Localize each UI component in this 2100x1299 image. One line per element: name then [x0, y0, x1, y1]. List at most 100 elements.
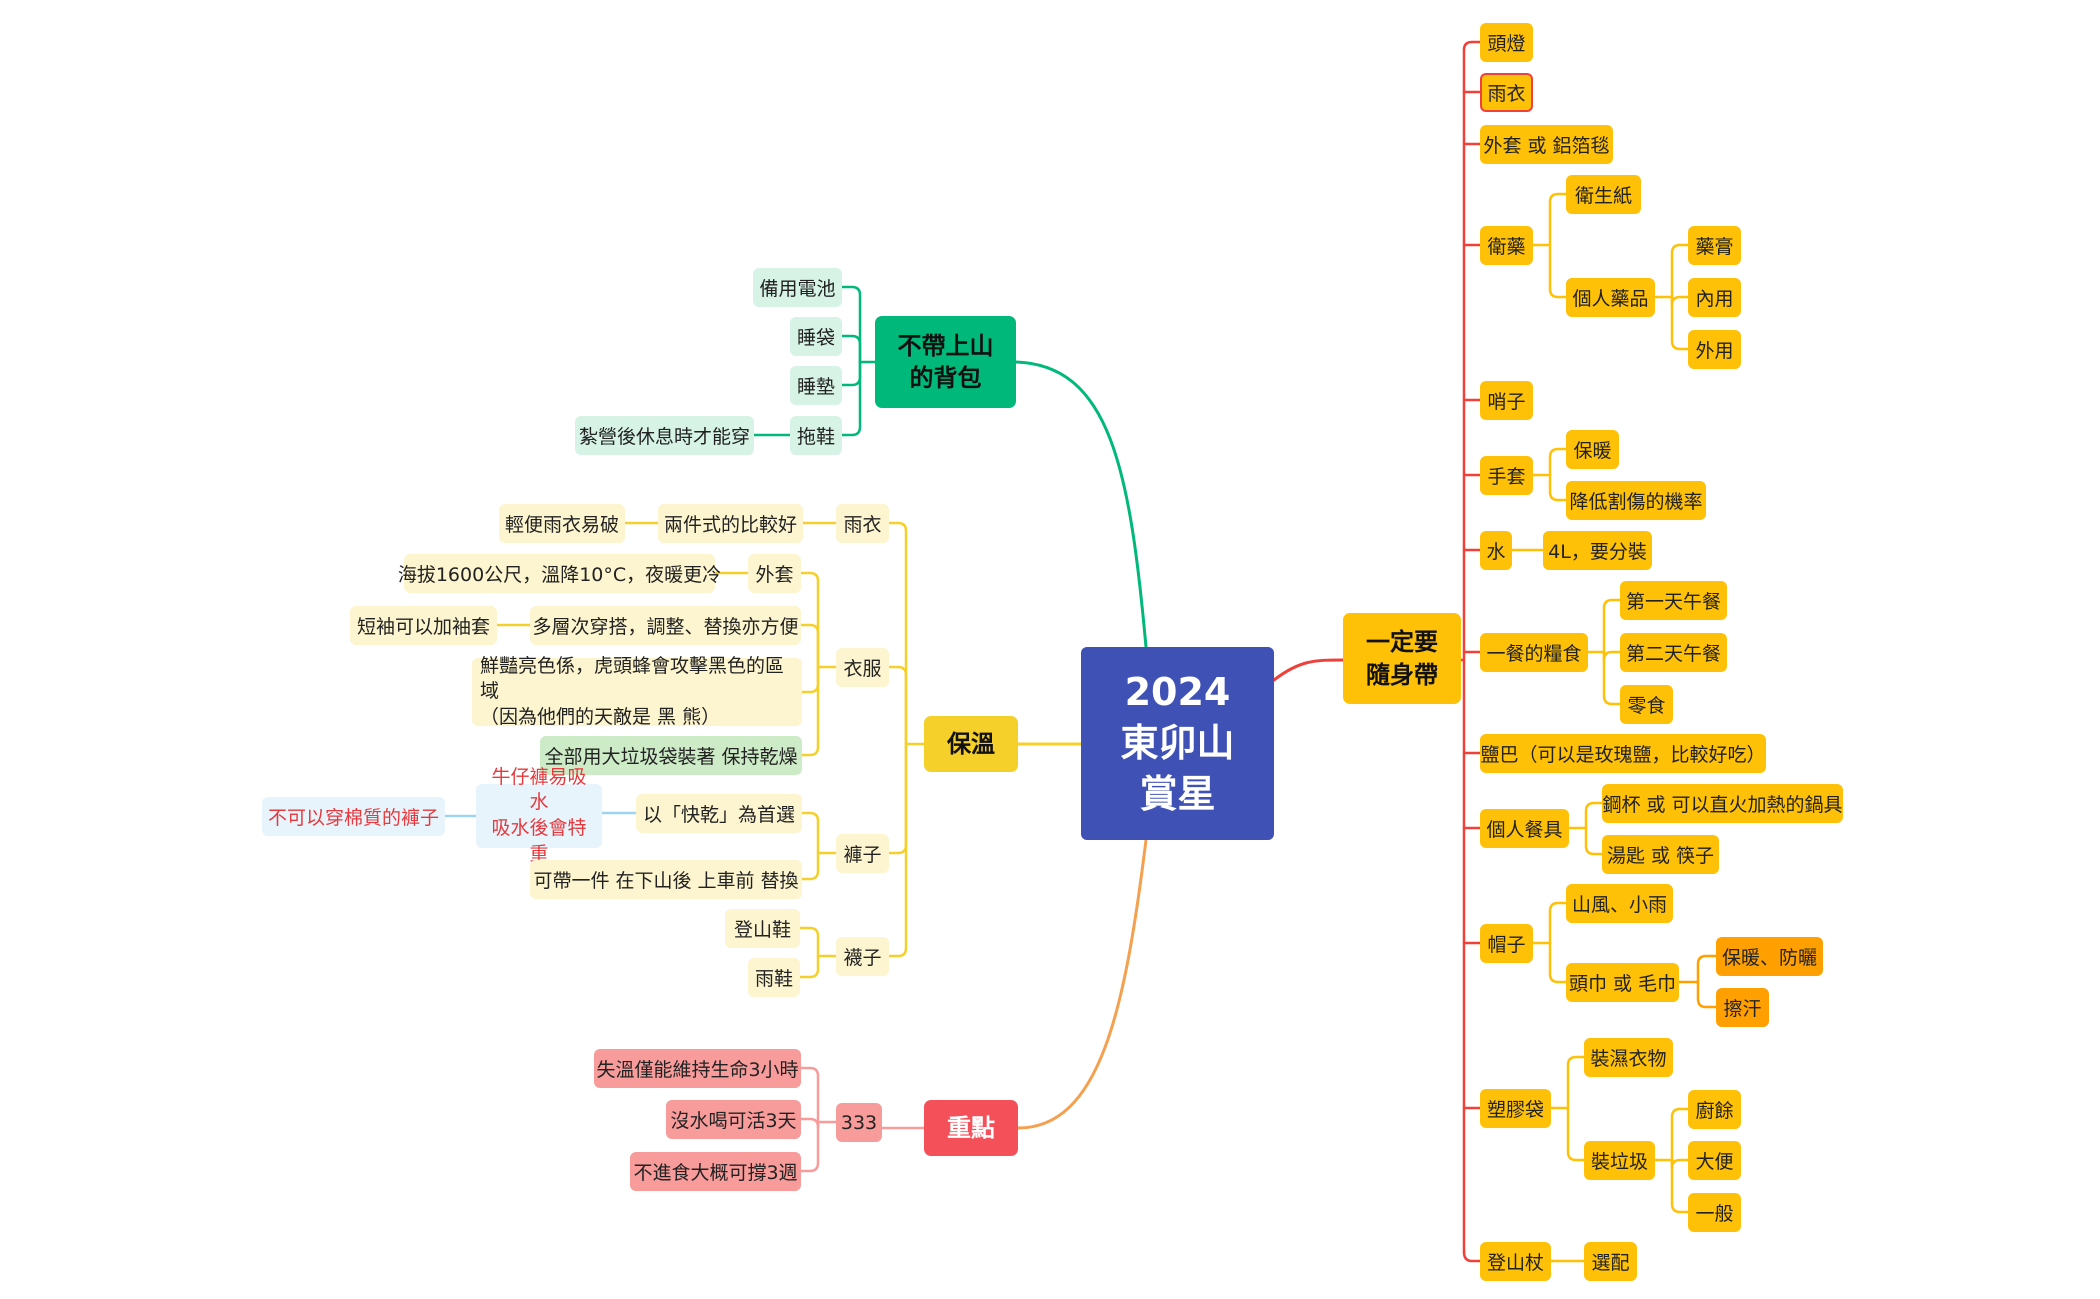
- connector-line: [1670, 295, 1690, 307]
- item-headlamp[interactable]: 頭燈: [1480, 23, 1533, 62]
- note-spare-pants[interactable]: 可帶一件 在下山後 上車前 替換: [530, 860, 802, 899]
- connector-line: [1548, 447, 1568, 477]
- note-quick-dry[interactable]: 以「快乾」為首選: [636, 794, 802, 833]
- note-no-water[interactable]: 沒水喝可活3天: [666, 1100, 801, 1139]
- connector-carry: [1272, 658, 1345, 682]
- connector-line: [1548, 941, 1568, 984]
- connector-line: [1548, 901, 1568, 945]
- item-gloves-warm[interactable]: 保暖: [1566, 430, 1619, 469]
- connector-line: [799, 1066, 820, 1124]
- item-whistle[interactable]: 哨子: [1480, 381, 1533, 420]
- connector-line: [1462, 1250, 1482, 1263]
- item-hat-wind[interactable]: 山風、小雨: [1566, 884, 1673, 923]
- item-warm-sun[interactable]: 保暖、防曬: [1716, 937, 1823, 976]
- branch-must-carry[interactable]: 一定要 隨身帶: [1343, 613, 1461, 704]
- item-rule-333[interactable]: 333: [836, 1103, 882, 1142]
- connector-line: [1670, 1158, 1690, 1170]
- item-socks[interactable]: 襪子: [836, 937, 889, 976]
- connector-line: [887, 521, 908, 746]
- item-plastic-bag[interactable]: 塑膠袋: [1480, 1089, 1551, 1128]
- item-trash[interactable]: 裝垃圾: [1584, 1141, 1655, 1180]
- note-jacket[interactable]: 海拔1600公尺，溫降10°C，夜暖更冷: [398, 554, 721, 593]
- connector-line: [798, 926, 820, 958]
- item-lunch-day2[interactable]: 第二天午餐: [1620, 633, 1727, 672]
- note-hypothermia[interactable]: 失溫僅能維持生命3小時: [594, 1049, 801, 1088]
- central-topic[interactable]: 2024 東卯山 賞星: [1081, 647, 1274, 840]
- connector-backpack: [1014, 360, 1148, 649]
- item-meal[interactable]: 一餐的糧食: [1480, 633, 1588, 672]
- branch-backpack[interactable]: 不帶上山 的背包: [875, 316, 1016, 408]
- item-personal-meds[interactable]: 個人藥品: [1566, 278, 1655, 317]
- item-gloves-cut[interactable]: 降低割傷的機率: [1566, 481, 1706, 520]
- connector-line: [1670, 1158, 1690, 1214]
- item-hiking-shoes[interactable]: 登山鞋: [725, 909, 800, 948]
- connector-line: [1548, 243, 1568, 299]
- note-jeans[interactable]: 牛仔褲易吸水 吸水後會特重: [476, 766, 602, 865]
- item-general[interactable]: 一般: [1688, 1193, 1741, 1232]
- item-headscarf[interactable]: 頭巾 或 毛巾: [1566, 963, 1679, 1002]
- item-rain-boots[interactable]: 雨鞋: [748, 958, 800, 997]
- connector-line: [887, 665, 908, 746]
- note-no-food[interactable]: 不進食大概可撐3週: [630, 1152, 801, 1191]
- item-oral-meds[interactable]: 內用: [1688, 278, 1741, 317]
- item-water[interactable]: 水: [1480, 531, 1512, 570]
- item-carry-raincoat[interactable]: 雨衣: [1480, 73, 1533, 112]
- item-jacket-blanket[interactable]: 外套 或 鋁箔毯: [1480, 125, 1613, 164]
- note-layers[interactable]: 多層次穿搭，調整、替換亦方便: [530, 606, 801, 645]
- item-sleeping-bag[interactable]: 睡袋: [790, 317, 842, 356]
- item-clothes[interactable]: 衣服: [836, 648, 889, 687]
- item-salt[interactable]: 鹽巴（可以是玫瑰鹽，比較好吃）: [1480, 734, 1766, 773]
- connector-line: [887, 742, 908, 958]
- item-trekking-pole[interactable]: 登山杖: [1480, 1242, 1551, 1281]
- connector-line: [1602, 650, 1622, 706]
- item-optional[interactable]: 選配: [1584, 1242, 1637, 1281]
- item-slippers[interactable]: 拖鞋: [790, 416, 842, 455]
- note-garbage-bag[interactable]: 全部用大垃圾袋裝著 保持乾燥: [540, 736, 802, 775]
- item-sweat[interactable]: 擦汗: [1716, 988, 1769, 1027]
- item-spare-battery[interactable]: 備用電池: [753, 268, 842, 307]
- item-hygiene-meds[interactable]: 衛藥: [1480, 226, 1533, 265]
- item-lunch-day1[interactable]: 第一天午餐: [1620, 581, 1727, 620]
- item-wet-clothes[interactable]: 裝濕衣物: [1584, 1038, 1673, 1077]
- connector-line: [799, 571, 820, 669]
- item-utensils[interactable]: 個人餐具: [1480, 809, 1569, 848]
- item-spoon[interactable]: 湯匙 或 筷子: [1602, 835, 1719, 874]
- connector-line: [840, 334, 862, 364]
- item-snacks[interactable]: 零食: [1620, 685, 1673, 724]
- item-jacket[interactable]: 外套: [748, 554, 801, 593]
- connector-line: [1548, 473, 1568, 502]
- item-water-note[interactable]: 4L，要分裝: [1543, 531, 1652, 570]
- item-gloves[interactable]: 手套: [1480, 456, 1533, 495]
- connector-line: [1670, 295, 1690, 351]
- connector-line: [1566, 1055, 1586, 1110]
- item-ointment[interactable]: 藥膏: [1688, 226, 1741, 265]
- item-external-meds[interactable]: 外用: [1688, 330, 1741, 369]
- branch-warmth[interactable]: 保溫: [924, 716, 1018, 772]
- item-feces[interactable]: 大便: [1688, 1141, 1741, 1180]
- note-no-cotton[interactable]: 不可以穿棉質的褲子: [262, 797, 445, 836]
- note-slippers[interactable]: 紮營後休息時才能穿: [575, 416, 754, 455]
- connector-line: [840, 285, 862, 364]
- branch-key-points[interactable]: 重點: [924, 1100, 1018, 1156]
- connector-line: [1566, 1106, 1586, 1162]
- item-steel-cup[interactable]: 鋼杯 或 可以直火加熱的鍋具: [1602, 784, 1843, 823]
- note-bright-colors[interactable]: 鮮豔亮色係，虎頭蜂會攻擊黑色的區域 （因為他們的天敵是 黑 熊）: [472, 655, 802, 728]
- item-sleeping-pad[interactable]: 睡墊: [790, 366, 842, 405]
- note-light-raincoat[interactable]: 輕便雨衣易破: [499, 504, 625, 543]
- item-kitchen-waste[interactable]: 廚餘: [1688, 1090, 1741, 1129]
- connector-line: [887, 742, 908, 855]
- item-pants[interactable]: 褲子: [836, 834, 889, 873]
- item-raincoat[interactable]: 雨衣: [836, 504, 889, 543]
- connector-line: [798, 954, 820, 979]
- connector-line: [799, 665, 820, 694]
- note-two-piece[interactable]: 兩件式的比較好: [658, 504, 803, 543]
- connector-line: [1696, 954, 1718, 984]
- item-tissue[interactable]: 衛生紙: [1566, 175, 1641, 214]
- connector-line: [1602, 650, 1622, 662]
- connector-line: [1670, 243, 1690, 299]
- item-hat[interactable]: 帽子: [1480, 924, 1533, 963]
- connector-line: [800, 811, 820, 855]
- note-short-sleeve[interactable]: 短袖可以加袖套: [350, 606, 497, 645]
